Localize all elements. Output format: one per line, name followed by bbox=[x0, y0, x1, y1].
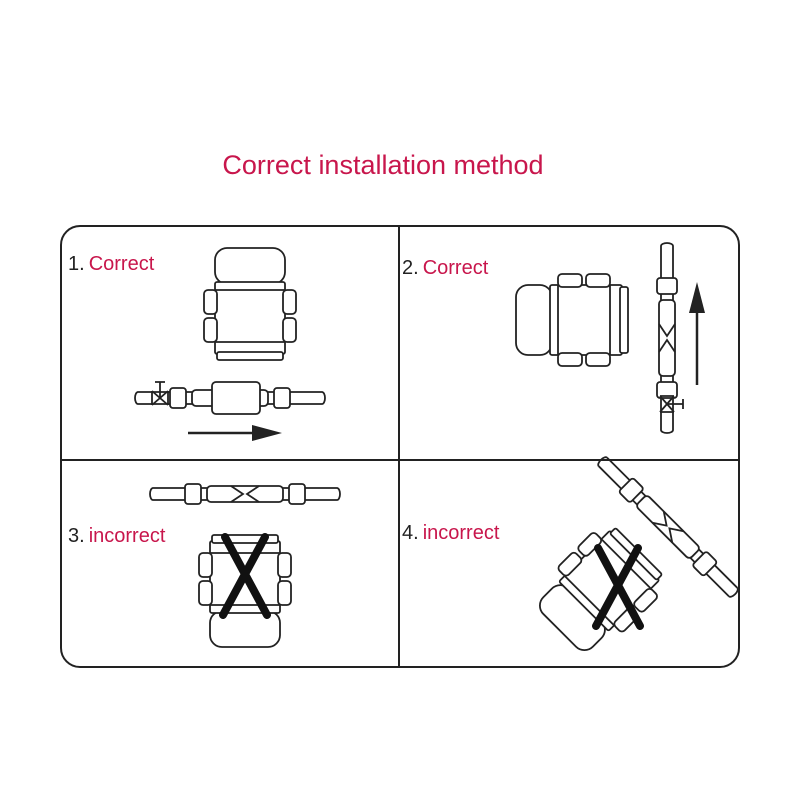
panel-2-word: Correct bbox=[422, 257, 489, 279]
panel-4-label: 4.incorrect bbox=[402, 522, 499, 545]
installation-grid bbox=[60, 225, 740, 668]
panel-2-pump bbox=[515, 273, 629, 367]
panel-4-pump bbox=[526, 517, 673, 664]
panel-1-pipe bbox=[134, 381, 326, 414]
panel-2-number: 2. bbox=[402, 257, 419, 279]
panel-1-flow-arrow bbox=[188, 425, 282, 441]
panel-1-number: 1. bbox=[68, 253, 85, 275]
panel-3-pump bbox=[198, 534, 292, 648]
grid-divider-horizontal bbox=[62, 459, 738, 461]
panel-4-number: 4. bbox=[402, 522, 419, 544]
panel-4-word: incorrect bbox=[422, 522, 500, 544]
panel-3-number: 3. bbox=[68, 525, 85, 547]
panel-3-pipe bbox=[149, 483, 341, 505]
panel-2-flow-arrow bbox=[689, 282, 705, 385]
panel-1-label: 1.Correct bbox=[68, 253, 154, 276]
grid-divider-vertical bbox=[398, 227, 400, 666]
panel-3-label: 3.incorrect bbox=[68, 525, 165, 548]
panel-1-pump bbox=[203, 247, 297, 361]
panel-2-pipe bbox=[656, 242, 684, 434]
diagram-title: Correct installation method bbox=[222, 150, 544, 180]
panel-3-word: incorrect bbox=[88, 525, 166, 547]
panel-1-word: Correct bbox=[88, 253, 155, 275]
panel-2-label: 2.Correct bbox=[402, 257, 488, 280]
